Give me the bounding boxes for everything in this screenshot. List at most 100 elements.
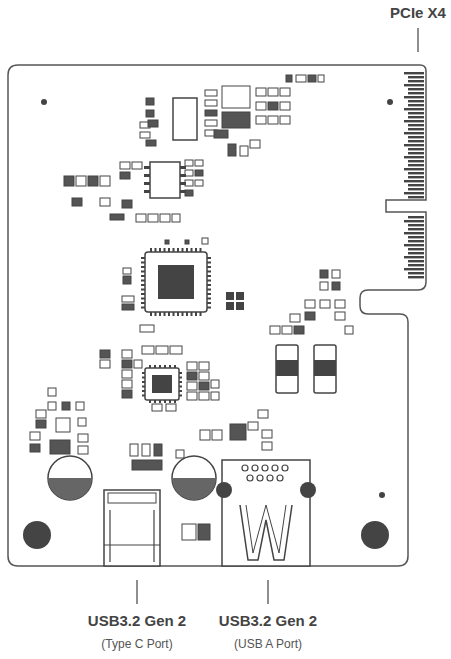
- finger-contact: [404, 256, 424, 258]
- smd-part: [76, 402, 84, 410]
- smd-part: [308, 75, 316, 82]
- smd-part: [305, 300, 315, 308]
- smd-part: [123, 268, 131, 274]
- smd-part: [185, 170, 193, 176]
- secondary-chip: [145, 368, 179, 400]
- finger-contact: [408, 276, 424, 278]
- smd-part: [132, 460, 162, 470]
- smd-part: [120, 172, 130, 179]
- gold-fingers: [404, 72, 424, 278]
- smd-part: [187, 372, 197, 380]
- finger-contact: [408, 88, 424, 90]
- smd-part: [211, 392, 219, 400]
- smd-part: [280, 88, 290, 96]
- inductor: [314, 345, 336, 393]
- smd-part: [122, 200, 132, 208]
- smd-part: [248, 422, 258, 430]
- smd-part: [335, 300, 345, 308]
- smd-part: [122, 370, 132, 378]
- finger-contact: [408, 136, 424, 138]
- leader-line: [136, 580, 137, 604]
- finger-contact: [408, 152, 424, 154]
- smd-part: [48, 388, 56, 396]
- usb-pin: [257, 475, 263, 481]
- finger-contact: [408, 264, 424, 266]
- smd-part: [268, 88, 278, 96]
- finger-contact: [408, 116, 424, 118]
- finger-contact: [408, 160, 424, 162]
- finger-contact: [404, 156, 424, 158]
- smd-part: [199, 382, 209, 390]
- capacitor-band: [48, 478, 92, 500]
- regulator-chip: [173, 98, 197, 140]
- secondary-chip-die: [152, 375, 172, 393]
- smd-part: [100, 198, 110, 206]
- smd-part: [100, 350, 110, 358]
- finger-contact: [408, 228, 424, 230]
- smd-part: [140, 132, 150, 138]
- type-c-shell: [104, 545, 160, 546]
- smd-part: [199, 372, 209, 380]
- smd-part: [110, 214, 124, 220]
- smd-part: [30, 444, 40, 452]
- type-c-port: [104, 490, 160, 566]
- smd-part: [72, 198, 82, 206]
- smd-part: [200, 430, 210, 440]
- usb-pin: [282, 465, 288, 471]
- finger-contact: [408, 92, 424, 94]
- smd-part: [250, 140, 260, 148]
- smd-part: [140, 325, 154, 332]
- finger-contact: [404, 220, 424, 222]
- usb-pin: [252, 465, 258, 471]
- finger-contact: [404, 132, 424, 134]
- finger-contact: [404, 120, 424, 122]
- chip-pin: [144, 190, 150, 193]
- smd-part: [228, 144, 236, 156]
- capacitor-band: [172, 478, 216, 500]
- port-label: USB3.2 Gen 2: [219, 612, 317, 629]
- finger-contact: [404, 84, 424, 86]
- controller-chip-body: [145, 252, 207, 312]
- smd-part: [320, 270, 328, 278]
- finger-contact: [408, 184, 424, 186]
- smd-part: [187, 382, 197, 390]
- smd-part: [185, 190, 193, 196]
- smd-part: [345, 326, 353, 334]
- smd-part: [122, 296, 134, 302]
- eeprom-chip: [150, 162, 180, 198]
- smd-part: [160, 214, 170, 222]
- smd-part: [332, 282, 340, 290]
- finger-contact: [408, 224, 424, 226]
- smd-part: [258, 410, 268, 418]
- smd-part: [195, 160, 203, 166]
- smd-part: [172, 214, 180, 222]
- finger-contact: [408, 260, 424, 262]
- finger-contact: [408, 124, 424, 126]
- smd-part: [50, 440, 70, 454]
- smd-part: [290, 314, 300, 322]
- smd-part: [198, 524, 210, 540]
- port-label: (USB A Port): [234, 638, 302, 652]
- smd-part: [62, 402, 70, 410]
- smd-part: [154, 444, 162, 456]
- smd-part: [100, 176, 110, 186]
- smd-part: [122, 304, 134, 310]
- usb-a-tongue: [246, 505, 286, 553]
- smd-part: [88, 176, 98, 186]
- via-dot: [379, 492, 385, 498]
- smd-part: [318, 75, 324, 82]
- type-c-pins: [108, 493, 156, 503]
- usb-pin: [242, 465, 248, 471]
- chip-pin: [180, 190, 186, 193]
- usb-pin: [272, 465, 278, 471]
- smd-part: [222, 112, 250, 128]
- smd-part: [78, 446, 88, 454]
- smd-part: [280, 102, 290, 110]
- leader-line: [417, 28, 418, 52]
- chip-pin: [180, 174, 186, 177]
- smd-part: [268, 102, 278, 110]
- interface-label: PCIe X4: [390, 4, 446, 21]
- usb-pin: [277, 475, 283, 481]
- smd-part: [56, 418, 70, 432]
- chip-pin: [144, 166, 150, 169]
